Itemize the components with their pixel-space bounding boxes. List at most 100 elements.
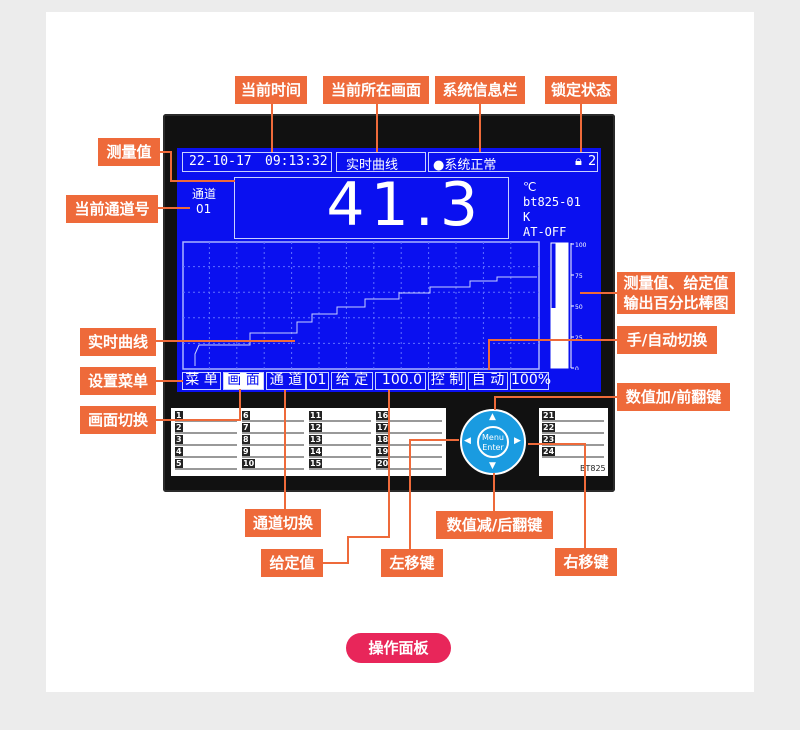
callout-manual-auto: 手/自动切换 bbox=[617, 326, 717, 354]
channel-index: 21 bbox=[542, 411, 556, 420]
trend-chart bbox=[182, 241, 540, 370]
callout-measured-value: 测量值 bbox=[98, 138, 160, 166]
callout-channel-number: 当前通道号 bbox=[66, 195, 158, 223]
lock-icon: 🔒︎ bbox=[575, 154, 582, 169]
page-box bbox=[336, 152, 426, 172]
channel-index: 18 bbox=[376, 435, 390, 444]
bar-fill bbox=[557, 243, 562, 368]
toolbar-item[interactable]: 控 制 bbox=[428, 372, 466, 390]
datetime-box bbox=[182, 152, 332, 172]
unit: ℃ bbox=[523, 180, 537, 194]
callout-down-key: 数值减/后翻键 bbox=[436, 511, 553, 539]
system-status: ●系统正常 bbox=[433, 158, 497, 173]
channel-index: 14 bbox=[309, 447, 323, 456]
bar-graph: 100 75 50 25 0 bbox=[550, 242, 587, 370]
channel-row-line bbox=[175, 432, 237, 434]
channel-row-line bbox=[542, 456, 604, 458]
autotune: AT-OFF bbox=[523, 225, 567, 239]
current-page: 实时曲线 bbox=[346, 158, 399, 173]
toolbar-item[interactable]: 自 动 bbox=[468, 372, 508, 390]
channel-row-line bbox=[309, 420, 371, 422]
toolbar-item[interactable]: 给 定 bbox=[331, 372, 373, 390]
bar-fill bbox=[551, 308, 556, 368]
channel-number: 01 bbox=[196, 202, 212, 216]
time: 09:13:32 bbox=[265, 154, 328, 169]
measured-value: 41.3 bbox=[326, 170, 484, 240]
toolbar-item[interactable]: 100.0 bbox=[375, 372, 426, 390]
channel-row-line bbox=[376, 420, 442, 422]
bar-tick-label: 25 bbox=[575, 335, 583, 342]
right-arrow-button[interactable]: ▶ bbox=[514, 436, 521, 446]
channel-index: 17 bbox=[376, 423, 390, 432]
menu-text: Menu bbox=[482, 433, 504, 442]
channel-index: 13 bbox=[309, 435, 323, 444]
tag: bt825-01 bbox=[523, 195, 581, 209]
bar-tick-label: 75 bbox=[575, 273, 583, 280]
channel-index: 8 bbox=[242, 435, 250, 444]
down-arrow-button[interactable]: ▼ bbox=[489, 461, 496, 471]
channel-row-line bbox=[242, 432, 304, 434]
channel-index: 20 bbox=[376, 459, 390, 468]
channel-row-line bbox=[542, 420, 604, 422]
channel-row-line bbox=[242, 456, 304, 458]
caption-badge: 操作面板 bbox=[346, 633, 451, 663]
plot-frame bbox=[182, 241, 540, 370]
callout-settings-menu: 设置菜单 bbox=[80, 367, 156, 395]
toolbar-item[interactable]: 画 面 bbox=[223, 372, 264, 390]
channel-row-line bbox=[242, 468, 304, 470]
channel-index: 2 bbox=[175, 423, 183, 432]
up-arrow-button[interactable]: ▲ bbox=[489, 412, 496, 422]
channel-row-line bbox=[542, 432, 604, 434]
callout-bar-graph: 测量值、给定值 输出百分比棒图 bbox=[617, 272, 735, 314]
value-box bbox=[234, 177, 509, 239]
channel-row-line bbox=[309, 444, 371, 446]
callout-channel-switch: 通道切换 bbox=[245, 509, 321, 537]
channel-row-line bbox=[175, 444, 237, 446]
channel-row-line bbox=[376, 432, 442, 434]
callout-setpoint: 给定值 bbox=[261, 549, 323, 577]
enter-text: Enter bbox=[482, 443, 504, 452]
channel-index: 15 bbox=[309, 459, 323, 468]
channel-index: 5 bbox=[175, 459, 183, 468]
channel-index: 24 bbox=[542, 447, 556, 456]
channel-row-line bbox=[175, 456, 237, 458]
channel-row-line bbox=[309, 468, 371, 470]
bar-tick-label: 100 bbox=[575, 242, 587, 249]
bar-fill bbox=[563, 243, 568, 368]
channel-index: 6 bbox=[242, 411, 250, 420]
channel-index: 16 bbox=[376, 411, 390, 420]
callout-left-key: 左移键 bbox=[381, 549, 443, 577]
channel-row-line bbox=[542, 444, 604, 446]
channel-index: 10 bbox=[242, 459, 256, 468]
toolbar-item[interactable]: 通 道 bbox=[266, 372, 306, 390]
sensor-type: K bbox=[523, 210, 531, 224]
channel-index: 3 bbox=[175, 435, 183, 444]
callout-page-switch: 画面切换 bbox=[80, 406, 156, 434]
channel-index: 12 bbox=[309, 423, 323, 432]
toolbar-item[interactable]: 01 bbox=[306, 372, 329, 390]
channel-label: 通道 bbox=[192, 187, 217, 201]
lock-level: 2 bbox=[588, 154, 597, 169]
bar-tick-label: 50 bbox=[575, 304, 583, 311]
callout-up-key: 数值加/前翻键 bbox=[617, 383, 730, 411]
channel-index: 23 bbox=[542, 435, 556, 444]
callout-realtime-curve: 实时曲线 bbox=[80, 328, 156, 356]
channel-index: 9 bbox=[242, 447, 250, 456]
date: 22-10-17 bbox=[189, 154, 252, 169]
toolbar-item[interactable]: 菜 单 bbox=[182, 372, 221, 390]
left-arrow-button[interactable]: ◀ bbox=[464, 436, 471, 446]
channel-row-line bbox=[175, 468, 237, 470]
lcd-screen bbox=[177, 148, 601, 392]
channel-index: 22 bbox=[542, 423, 556, 432]
status-box bbox=[428, 152, 598, 172]
callout-current-page: 当前所在画面 bbox=[323, 76, 429, 104]
bar-tick-label: 0 bbox=[575, 366, 579, 370]
channel-row-line bbox=[309, 456, 371, 458]
callout-lock-status: 锁定状态 bbox=[545, 76, 617, 104]
channel-index: 7 bbox=[242, 423, 250, 432]
channel-index: 11 bbox=[309, 411, 323, 420]
toolbar-item[interactable]: 100% bbox=[510, 372, 552, 390]
